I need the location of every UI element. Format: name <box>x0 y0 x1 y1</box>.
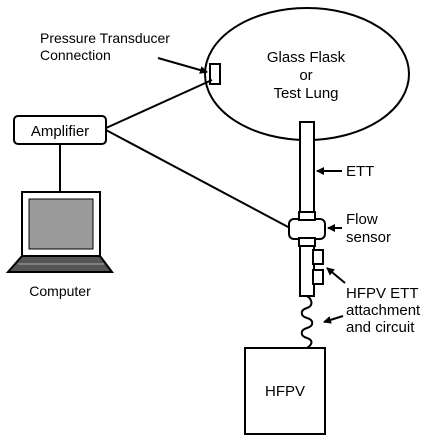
flask-label-1: Glass Flask <box>267 49 346 66</box>
flow-sensor-cap-top <box>298 211 316 221</box>
hfpv-port-lower <box>312 269 324 285</box>
hfpv-attach-arrow-icon <box>326 267 346 284</box>
transducer-label-1: Pressure Transducer <box>40 30 170 46</box>
flask-label-2: or <box>299 67 312 84</box>
hfpv-box <box>244 347 326 435</box>
transducer-arrow-icon <box>157 57 208 74</box>
transducer-label-2: Connection <box>40 47 111 63</box>
hfpv-label-2: attachment <box>346 302 421 319</box>
flask-label-3: Test Lung <box>273 85 338 102</box>
ett-tube <box>299 121 315 297</box>
flow-label-2: sensor <box>346 229 391 246</box>
hfpv-label-1: HFPV ETT <box>346 285 419 302</box>
flow-sensor <box>288 218 326 240</box>
cable-transducer <box>105 79 213 129</box>
hfpv-box-label: HFPV <box>265 383 305 400</box>
flow-label-1: Flow <box>346 211 378 228</box>
flow-sensor-cap-bottom <box>298 237 316 247</box>
ett-label: ETT <box>346 163 374 180</box>
amplifier-label: Amplifier <box>31 123 89 140</box>
hfpv-circuit-arrow-icon <box>323 315 344 324</box>
circuit-coil <box>300 295 314 349</box>
transducer-port <box>209 63 221 85</box>
cable-flow-sensor <box>105 129 291 229</box>
hfpv-port-upper <box>312 249 324 265</box>
laptop-icon <box>5 191 114 273</box>
hfpv-label-3: and circuit <box>346 319 415 336</box>
computer-label: Computer <box>29 283 91 299</box>
